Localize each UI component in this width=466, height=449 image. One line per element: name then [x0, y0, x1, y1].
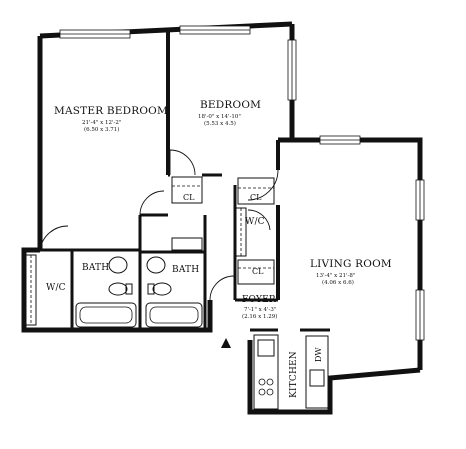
bedroom-metric: (5.53 x 4.5) [204, 120, 236, 127]
bedroom-dim: 18'-0" x 14'-10" [198, 114, 241, 120]
kitchen-label: KITCHEN [289, 351, 299, 398]
closets [25, 176, 275, 326]
closet-upper-label: CL [250, 193, 262, 202]
bath-fixtures [75, 256, 203, 328]
foyer-dim: 7'-1" x 4'-3" [244, 307, 276, 313]
dw-label: DW [314, 347, 323, 362]
closet-bedroom-label: CL [183, 193, 195, 202]
closet-lower-label: CL [252, 267, 264, 276]
living-room-metric: (4.06 x 6.6) [322, 279, 354, 286]
master-bedroom-label: MASTER BEDROOM [54, 105, 168, 117]
bedroom-label: BEDROOM [200, 99, 261, 111]
foyer-label: FOYER [242, 295, 276, 305]
living-room-label: LIVING ROOM [310, 258, 392, 270]
living-room-dim: 13'-4" x 21'-8" [316, 273, 355, 279]
bath-right-label: BATH [172, 265, 199, 275]
exterior-walls [21, 21, 423, 415]
entry-arrow [221, 338, 231, 348]
interior-walls [40, 32, 330, 332]
master-bedroom-dim: 21'-4" x 12'-2" [82, 120, 121, 126]
kitchen-fixtures [253, 334, 329, 410]
foyer-metric: (2.16 x 1.29) [242, 313, 277, 320]
bath-left-label: BATH [82, 263, 109, 273]
doors [39, 149, 279, 301]
master-bedroom-metric: (6.50 x 3.71) [84, 126, 119, 133]
windows [59, 25, 425, 341]
wc-left-label: W/C [46, 283, 66, 293]
wc-center-label: W/C [245, 217, 265, 227]
